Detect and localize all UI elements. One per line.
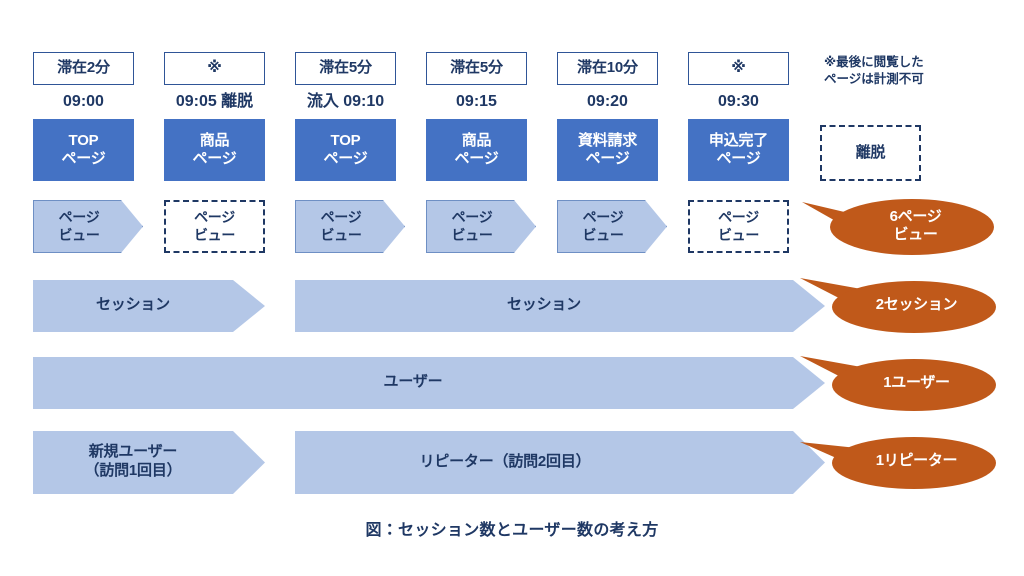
page-box-product-1[interactable]: 商品 ページ: [164, 119, 265, 181]
time-label-5: 09:20: [587, 93, 628, 111]
page-box-top-2[interactable]: TOP ページ: [295, 119, 396, 181]
figure-caption: 図：セッション数とユーザー数の考え方: [365, 522, 659, 539]
time-label-6: 09:30: [718, 93, 759, 111]
new-user-bar-label: 新規ユーザー （訪問1回目）: [84, 443, 182, 479]
duration-chip-2: ※: [164, 52, 265, 85]
callout-pageviews: 6ページ ビュー: [800, 192, 1005, 260]
user-bar: ユーザー: [33, 357, 825, 409]
callout-users-label: 1ユーザー: [883, 374, 950, 391]
page-box-top-1[interactable]: TOP ページ: [33, 119, 134, 181]
time-label-4: 09:15: [456, 93, 497, 111]
callout-pageviews-label: 6ページ ビュー: [889, 208, 942, 243]
new-user-bar: 新規ユーザー （訪問1回目）: [33, 431, 265, 494]
duration-chip-5: 滞在10分: [557, 52, 658, 85]
pageview-chevron-6: ページ ビュー: [688, 200, 789, 253]
duration-chip-6: ※: [688, 52, 789, 85]
pageview-chevron-4: ページ ビュー: [426, 200, 536, 253]
callout-bubble-shape: [800, 356, 996, 411]
user-bar-label: ユーザー: [383, 373, 443, 390]
callout-sessions-label: 2セッション: [875, 296, 958, 313]
pageview-chevron-3: ページ ビュー: [295, 200, 405, 253]
time-label-1: 09:00: [63, 93, 104, 111]
repeater-bar: リピーター（訪問2回目）: [295, 431, 825, 494]
duration-chip-1: 滞在2分: [33, 52, 134, 85]
session-bar-1: セッション: [33, 280, 265, 332]
time-label-2: 09:05 離脱: [175, 93, 254, 111]
session-bar-2-label: セッション: [506, 296, 581, 313]
callout-repeater: 1リピーター: [800, 428, 1005, 494]
callout-bubble-shape: [802, 199, 994, 255]
duration-chip-4: 滞在5分: [426, 52, 527, 85]
time-label-3: 流入 09:10: [306, 93, 385, 111]
measurement-note: ※最後に閲覧した ページは計測不可: [824, 55, 924, 86]
page-box-document-request[interactable]: 資料請求 ページ: [557, 119, 658, 181]
page-box-product-2[interactable]: 商品 ページ: [426, 119, 527, 181]
repeater-bar-label: リピーター（訪問2回目）: [419, 453, 591, 470]
callout-bubble-shape: [800, 278, 996, 333]
session-bar-1-label: セッション: [95, 296, 170, 313]
pageview-chevron-2: ページ ビュー: [164, 200, 265, 253]
callout-bubble-shape: [800, 437, 996, 489]
callout-users: 1ユーザー: [800, 350, 1005, 416]
pageview-chevron-1: ページ ビュー: [33, 200, 143, 253]
exit-box: 離脱: [820, 125, 921, 181]
page-box-application-complete[interactable]: 申込完了 ページ: [688, 119, 789, 181]
session-bar-2: セッション: [295, 280, 825, 332]
callout-repeater-label: 1リピーター: [875, 452, 958, 469]
callout-sessions: 2セッション: [800, 272, 1005, 338]
duration-chip-3: 滞在5分: [295, 52, 396, 85]
pageview-chevron-5: ページ ビュー: [557, 200, 667, 253]
